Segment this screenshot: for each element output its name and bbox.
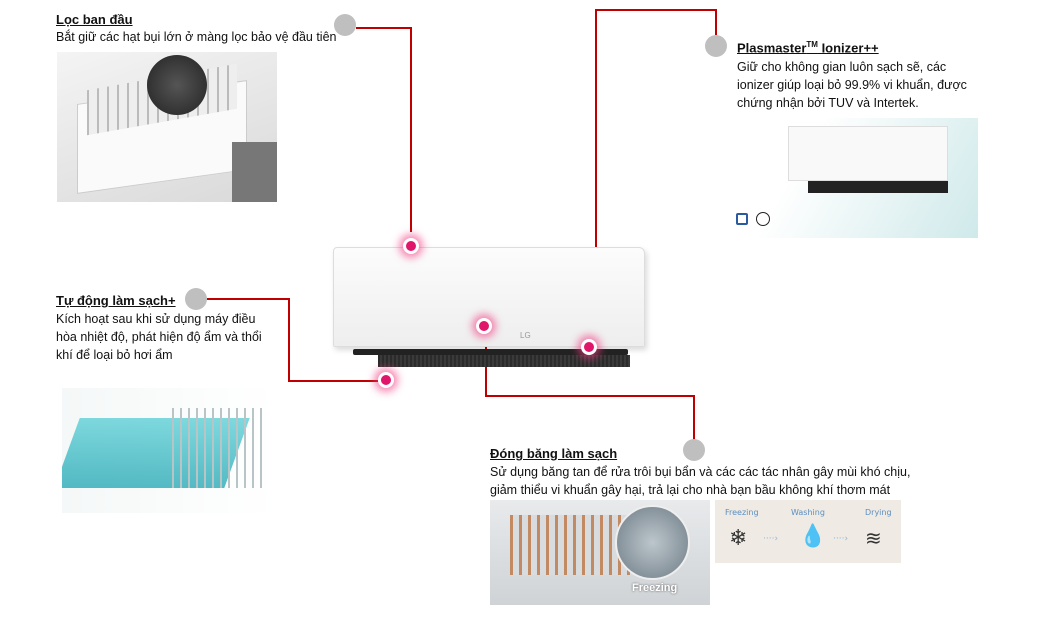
autoclean-image: [62, 388, 277, 513]
water-drop-snow-icon: 💧: [799, 524, 827, 549]
feature-desc-autoclean: Kích hoạt sau khi sử dụng máy điều hòa n…: [56, 312, 262, 362]
freezing-image-label: Freezing: [632, 582, 678, 594]
connector-line: [288, 298, 290, 382]
plasmaster-image: [728, 118, 978, 238]
connector-line: [693, 395, 695, 440]
feature-title-autoclean: Tự động làm sạch+: [56, 293, 176, 308]
hotspot-plasmaster[interactable]: [581, 339, 597, 355]
feature-title-freezeclean: Đóng băng làm sạch: [490, 446, 618, 461]
wind-icon: ≋: [865, 526, 882, 550]
feature-marker: [185, 288, 207, 310]
brand-logo: LG: [520, 331, 531, 340]
step-label-washing: Washing: [791, 508, 825, 517]
step-label-freezing: Freezing: [725, 508, 759, 517]
connector-line: [485, 395, 695, 397]
title-suffix: Ionizer++: [817, 40, 879, 56]
feature-desc-freezeclean: Sử dụng băng tan để rửa trôi bụi bẩn và …: [490, 465, 911, 497]
connector-line: [595, 9, 717, 11]
feature-marker: [334, 14, 356, 36]
freezeclean-image: Freezing: [490, 500, 710, 605]
hotspot-freezeclean[interactable]: [476, 318, 492, 334]
snowflake-icon: ❄: [729, 526, 748, 551]
connector-line: [410, 27, 412, 232]
feature-marker: [705, 35, 727, 57]
connector-line: [207, 298, 290, 300]
connector-line: [715, 9, 717, 35]
feature-title-plasmaster: PlasmasterTM Ionizer++: [737, 40, 879, 55]
connector-line: [356, 27, 412, 29]
arrow-icon: ····›: [833, 534, 849, 544]
title-text: Plasmaster: [737, 40, 807, 56]
feature-marker: [683, 439, 705, 461]
connector-line: [288, 380, 378, 382]
air-conditioner-unit: LG: [333, 247, 645, 367]
arrow-icon: ····›: [763, 534, 779, 544]
process-steps: Freezing Washing Drying ❄ ····› 💧 ····› …: [715, 500, 901, 563]
trademark: TM: [806, 40, 818, 49]
hotspot-prefilter[interactable]: [403, 238, 419, 254]
feature-desc-prefilter: Bắt giữ các hạt bụi lớn ở màng lọc bảo v…: [56, 30, 337, 44]
feature-desc-plasmaster: Giữ cho không gian luôn sạch sẽ, các ion…: [737, 60, 967, 110]
step-label-drying: Drying: [865, 508, 892, 517]
feature-title-prefilter: Lọc ban đầu: [56, 12, 133, 27]
connector-line: [595, 9, 597, 339]
hotspot-autoclean[interactable]: [378, 372, 394, 388]
prefilter-image: [57, 52, 277, 202]
